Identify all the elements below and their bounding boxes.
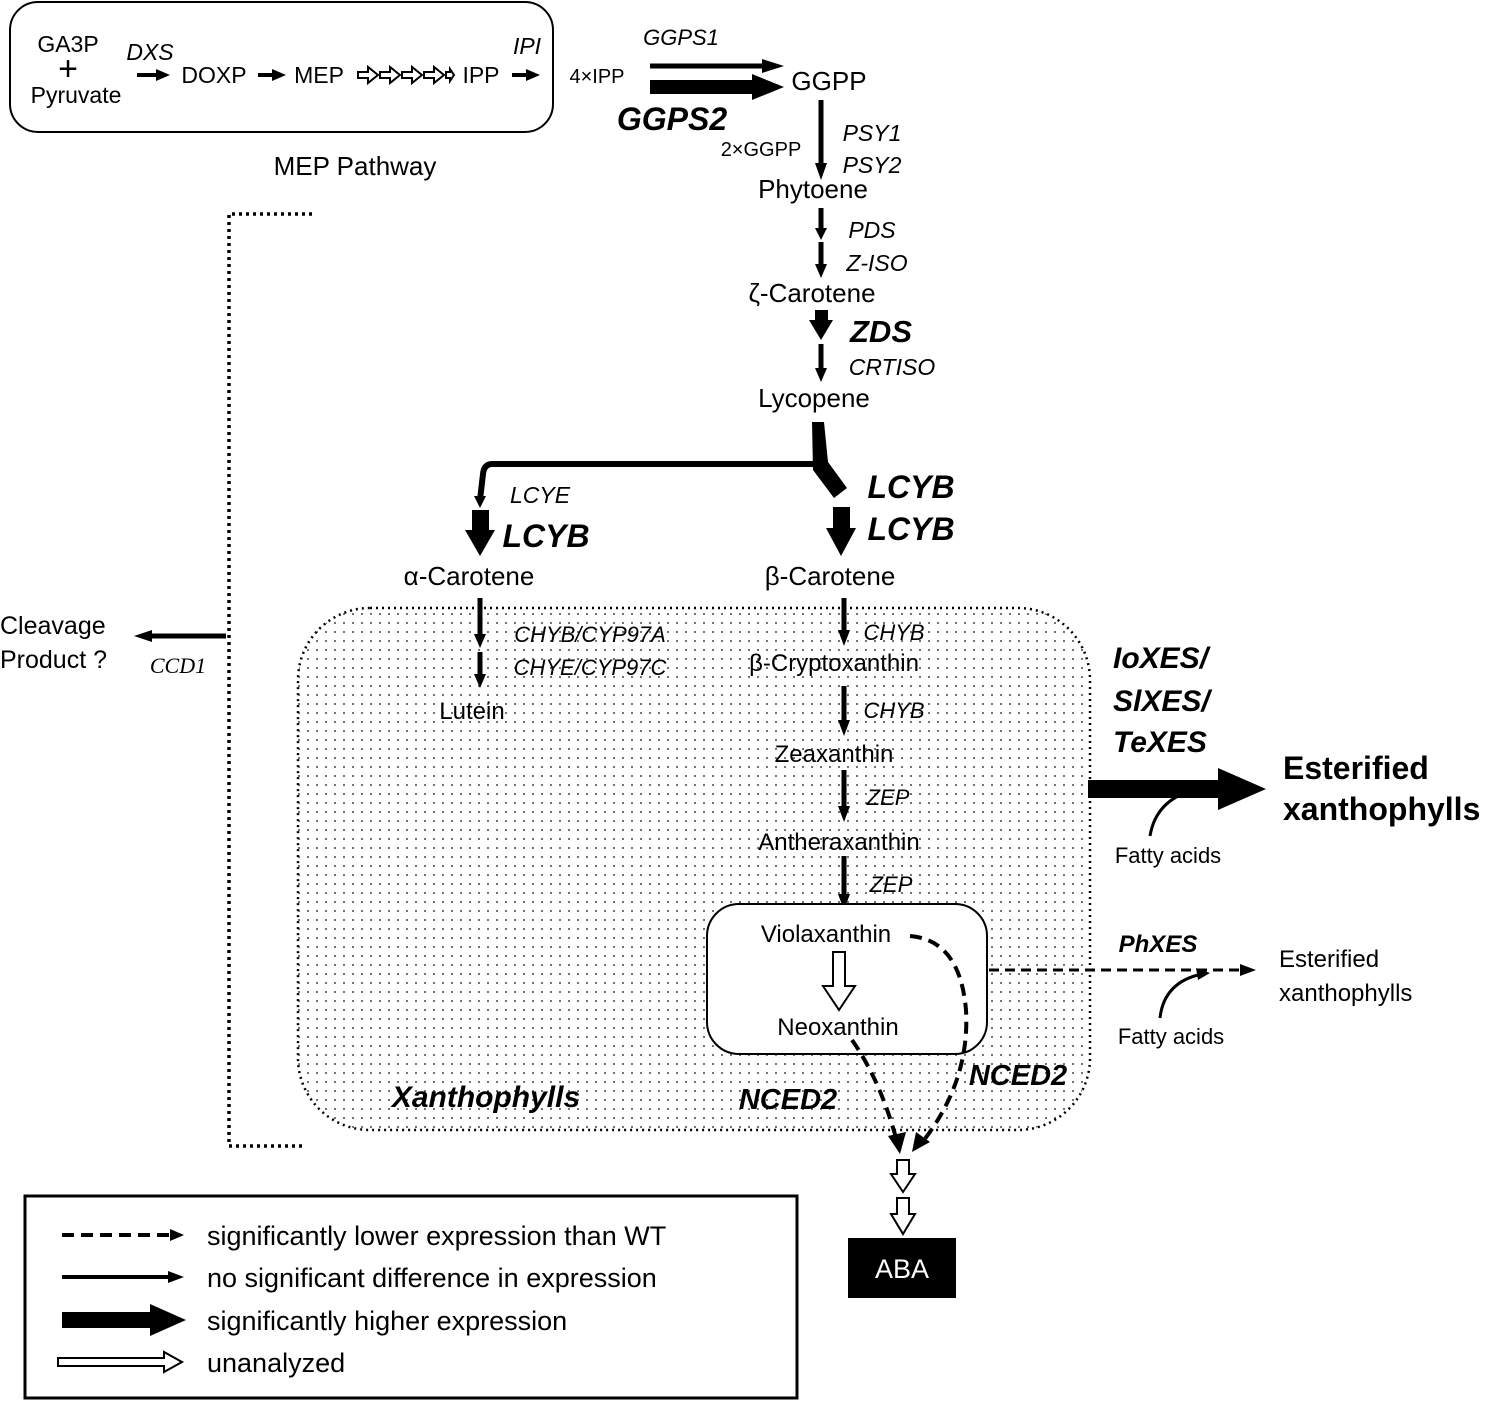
chyb-enzyme-2: CHYB <box>863 698 924 723</box>
legend-solid-arrow <box>62 1271 184 1283</box>
beta-carotene-label: β-Carotene <box>765 561 896 591</box>
zeaxanthin-label: Zeaxanthin <box>775 741 894 768</box>
ccd1-enzyme: CCD1 <box>150 653 206 678</box>
nced2-enzyme-a: NCED2 <box>739 1084 837 1116</box>
phytoene-label: Phytoene <box>758 174 868 204</box>
aba-open-arrows <box>889 1159 917 1236</box>
pyruvate-label: Pyruvate <box>31 82 122 108</box>
cleavage-product-label-2: Product ? <box>0 646 107 674</box>
zeta-carotene-label: ζ-Carotene <box>748 278 875 308</box>
fatty-acids-label-2: Fatty acids <box>1118 1024 1224 1049</box>
lycopene-label: Lycopene <box>758 383 870 413</box>
ggps2-thick-arrow <box>650 74 784 100</box>
beta-branch-arrows <box>838 598 850 910</box>
legend-label-dashed: significantly lower expression than WT <box>207 1221 666 1251</box>
xes-thick-arrow <box>1088 768 1266 837</box>
phxes-dashed-arrow <box>989 964 1256 1019</box>
ipp4-label: 4×IPP <box>569 66 624 88</box>
cleavage-dotted-bracket <box>227 212 312 1148</box>
ccd1-arrow <box>134 630 226 642</box>
chyb-cyp97a-enzyme: CHYB/CYP97A <box>514 622 666 647</box>
crtiso-enzyme: CRTISO <box>849 354 936 380</box>
ipi-arrow <box>512 69 540 81</box>
xanthophylls-region <box>296 606 1092 1132</box>
phxes-enzyme: PhXES <box>1119 931 1198 958</box>
lutein-label: Lutein <box>439 698 504 725</box>
ggps1-arrow <box>650 59 784 73</box>
slxes-enzyme: SlXES/ <box>1113 685 1212 718</box>
nced2-dashed-arrows <box>850 934 969 1154</box>
ipi-enzyme: IPI <box>513 33 542 59</box>
antheraxanthin-label: Antheraxanthin <box>758 829 919 856</box>
violaxanthin-neoxanthin-open-arrow <box>821 951 857 1012</box>
violaxanthin-neoxanthin-box <box>706 903 988 1055</box>
doxp-label: DOXP <box>181 62 246 88</box>
lcyb-enzyme-right-1: LCYB <box>867 469 954 505</box>
beta-cryptoxanthin-label: β-Cryptoxanthin <box>749 650 919 677</box>
mep-ipp-open-arrows <box>357 64 456 86</box>
ioxes-enzyme: IoXES/ <box>1113 642 1211 675</box>
lcyb-enzyme-right-2: LCYB <box>867 511 954 547</box>
legend-label-thick: significantly higher expression <box>207 1306 567 1336</box>
chyb-enzyme-1: CHYB <box>863 620 924 645</box>
psy1-enzyme: PSY1 <box>843 120 902 146</box>
alpha-branch-arrows <box>474 598 486 688</box>
dxs-arrow <box>137 69 170 81</box>
z-iso-enzyme: Z-ISO <box>845 250 907 276</box>
esterified-xanthophylls-bold-2: xanthophylls <box>1283 791 1480 827</box>
lcyb-enzyme-left: LCYB <box>502 518 589 554</box>
fatty-acids-label-1: Fatty acids <box>1115 843 1221 868</box>
mep-label: MEP <box>294 62 344 88</box>
ggps1-enzyme: GGPS1 <box>643 25 719 50</box>
xanthophylls-label: Xanthophylls <box>390 1081 580 1114</box>
zds-thick-arrow <box>809 310 833 382</box>
plus-sign: + <box>58 50 78 88</box>
alpha-carotene-label: α-Carotene <box>404 561 535 591</box>
legend-open-arrow <box>57 1350 185 1374</box>
texes-enzyme: TeXES <box>1113 726 1207 759</box>
aba-box <box>848 1238 956 1298</box>
mep-pathway-box: GA3P + Pyruvate DXS DOXP MEP IPP IPI <box>9 1 554 133</box>
legend-dashed-arrow <box>62 1229 184 1241</box>
legend-label-solid: no significant difference in expression <box>207 1263 657 1293</box>
doxp-mep-arrow <box>258 69 286 81</box>
aba-label: ABA <box>875 1254 929 1284</box>
esterified-xanthophylls-bold-1: Esterified <box>1283 750 1429 786</box>
mep-pathway-label: MEP Pathway <box>274 151 437 181</box>
zds-enzyme: ZDS <box>849 314 912 349</box>
violaxanthin-label: Violaxanthin <box>761 921 891 948</box>
zep-enzyme-1: ZEP <box>866 785 910 810</box>
nced2-enzyme-b: NCED2 <box>969 1060 1067 1092</box>
ggpp2-label: 2×GGPP <box>721 139 802 161</box>
lcye-enzyme: LCYE <box>510 482 571 508</box>
zep-enzyme-2: ZEP <box>869 872 913 897</box>
ga3p-label: GA3P <box>37 31 98 57</box>
cleavage-product-label-1: Cleavage <box>0 612 106 640</box>
psy-arrow <box>815 100 827 180</box>
legend-thick-arrow <box>62 1304 186 1336</box>
legend-label-open: unanalyzed <box>207 1348 345 1378</box>
dxs-enzyme: DXS <box>126 39 174 65</box>
pds-enzyme: PDS <box>848 217 896 243</box>
esterified-xanthophylls-1: Esterified <box>1279 946 1379 973</box>
legend: significantly lower expression than WT n… <box>23 1194 799 1400</box>
chye-cyp97c-enzyme: CHYE/CYP97C <box>514 655 667 680</box>
ggpp-label: GGPP <box>791 66 866 96</box>
ipp-label: IPP <box>462 62 499 88</box>
pds-arrow <box>815 208 827 278</box>
neoxanthin-label: Neoxanthin <box>777 1014 898 1041</box>
ggps2-enzyme: GGPS2 <box>617 101 727 137</box>
lycopene-branch-arrows <box>465 422 856 556</box>
psy2-enzyme: PSY2 <box>843 152 902 178</box>
esterified-xanthophylls-2: xanthophylls <box>1279 980 1412 1007</box>
